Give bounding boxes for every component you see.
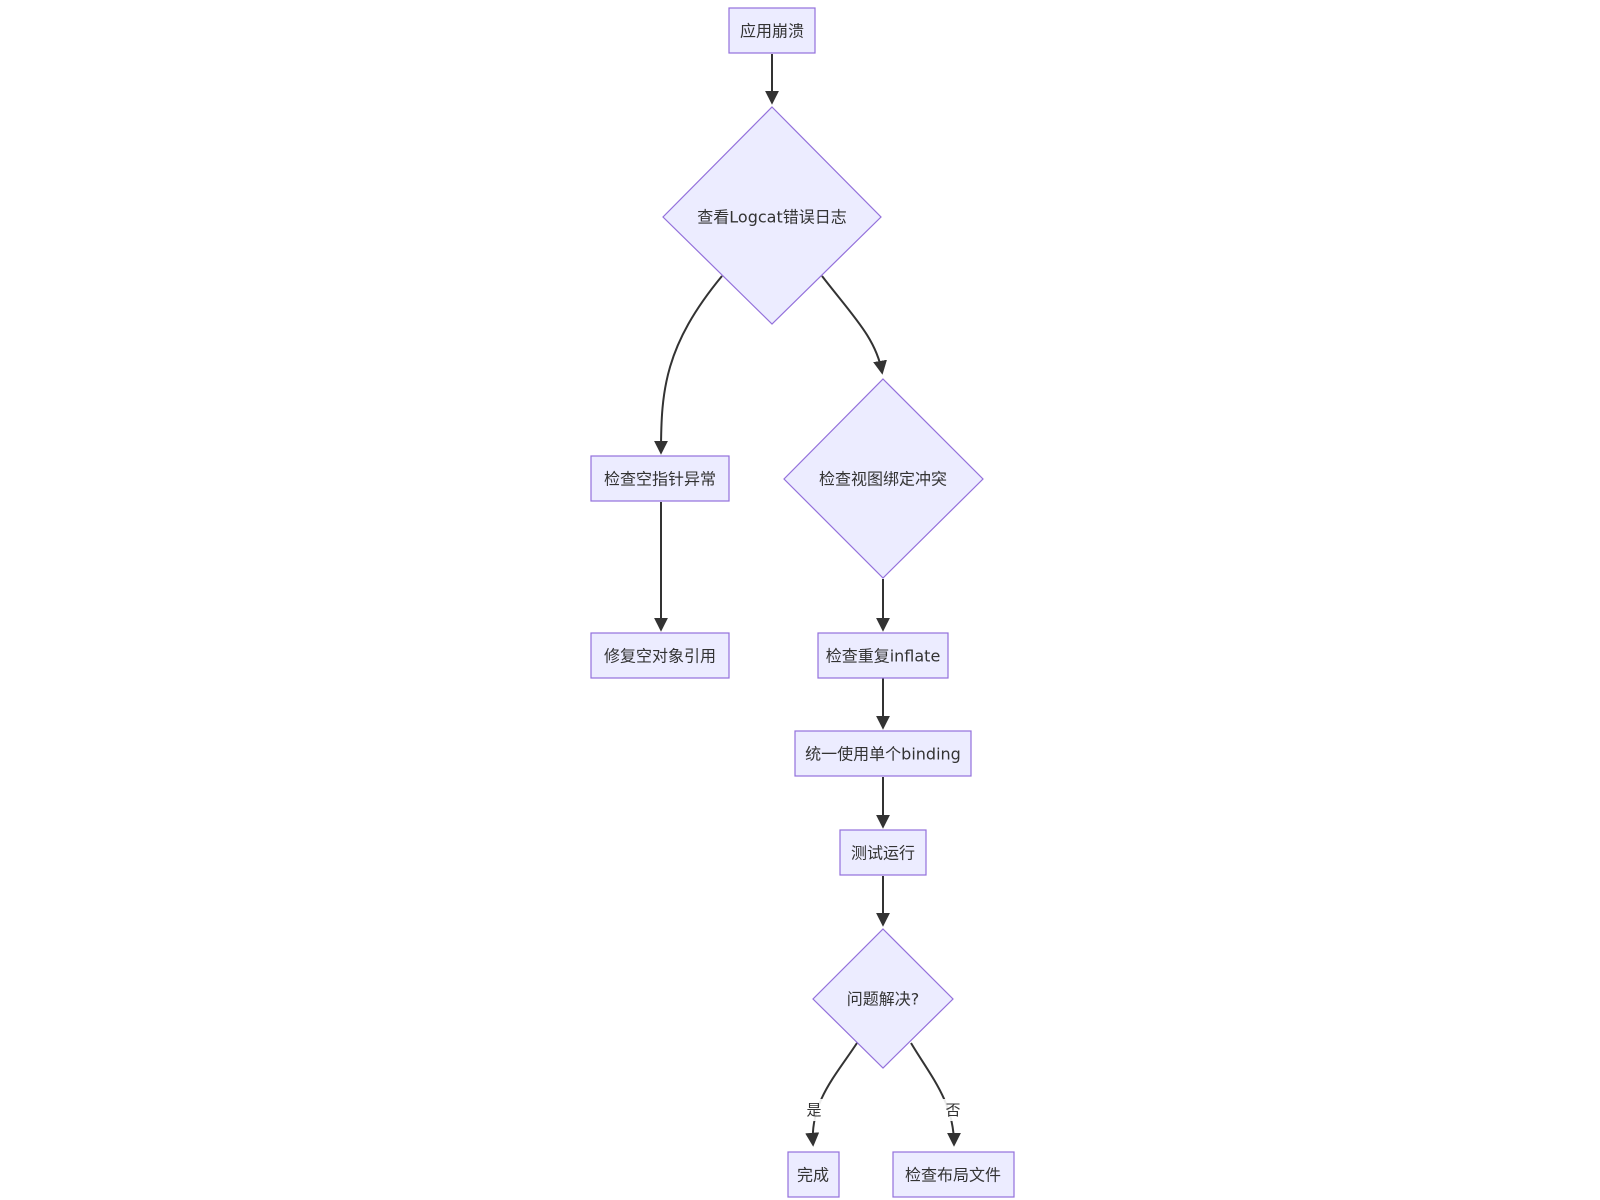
node-dup-inflate: 检查重复inflate — [817, 632, 949, 679]
edge-resolved-to-done — [805, 1042, 858, 1147]
edge-label-no-text: 否 — [945, 1101, 960, 1119]
node-crash-label: 应用崩溃 — [740, 22, 804, 41]
edge-logcat-to-npe — [654, 275, 723, 455]
edges — [654, 54, 961, 1147]
node-done: 完成 — [787, 1151, 840, 1198]
node-layout-file: 检查布局文件 — [892, 1151, 1015, 1198]
node-dup-inflate-label: 检查重复inflate — [826, 647, 941, 666]
edge-label-no: 否 — [943, 1099, 963, 1121]
node-done-label: 完成 — [797, 1166, 829, 1185]
node-npe: 检查空指针异常 — [590, 455, 730, 502]
edge-label-yes-text: 是 — [806, 1101, 821, 1119]
node-binding-conflict-label: 检查视图绑定冲突 — [819, 470, 947, 489]
node-resolved-label: 问题解决? — [847, 990, 920, 1009]
node-resolved-decision: 问题解决? — [812, 928, 954, 1069]
edge-label-yes: 是 — [804, 1099, 824, 1121]
edge-logcat-to-binding-conflict — [821, 275, 887, 375]
node-fix-null: 修复空对象引用 — [590, 632, 730, 679]
node-layout-file-label: 检查布局文件 — [905, 1166, 1001, 1185]
node-npe-label: 检查空指针异常 — [604, 470, 716, 489]
node-single-binding-label: 统一使用单个binding — [805, 745, 961, 764]
node-binding-conflict-decision: 检查视图绑定冲突 — [783, 378, 984, 579]
node-fix-null-label: 修复空对象引用 — [604, 647, 716, 666]
edge-resolved-to-layout-file — [910, 1042, 961, 1147]
edge-labels: 是 否 — [804, 1099, 963, 1121]
nodes: 应用崩溃 查看Logcat错误日志 检查空指针异常 检查视图绑定冲突 修复空对象… — [590, 7, 1015, 1198]
node-crash: 应用崩溃 — [728, 7, 816, 54]
node-single-binding: 统一使用单个binding — [794, 730, 972, 777]
node-test-run-label: 测试运行 — [851, 844, 915, 863]
node-logcat-decision: 查看Logcat错误日志 — [662, 106, 882, 325]
node-logcat-label: 查看Logcat错误日志 — [697, 208, 846, 227]
node-test-run: 测试运行 — [839, 829, 927, 876]
